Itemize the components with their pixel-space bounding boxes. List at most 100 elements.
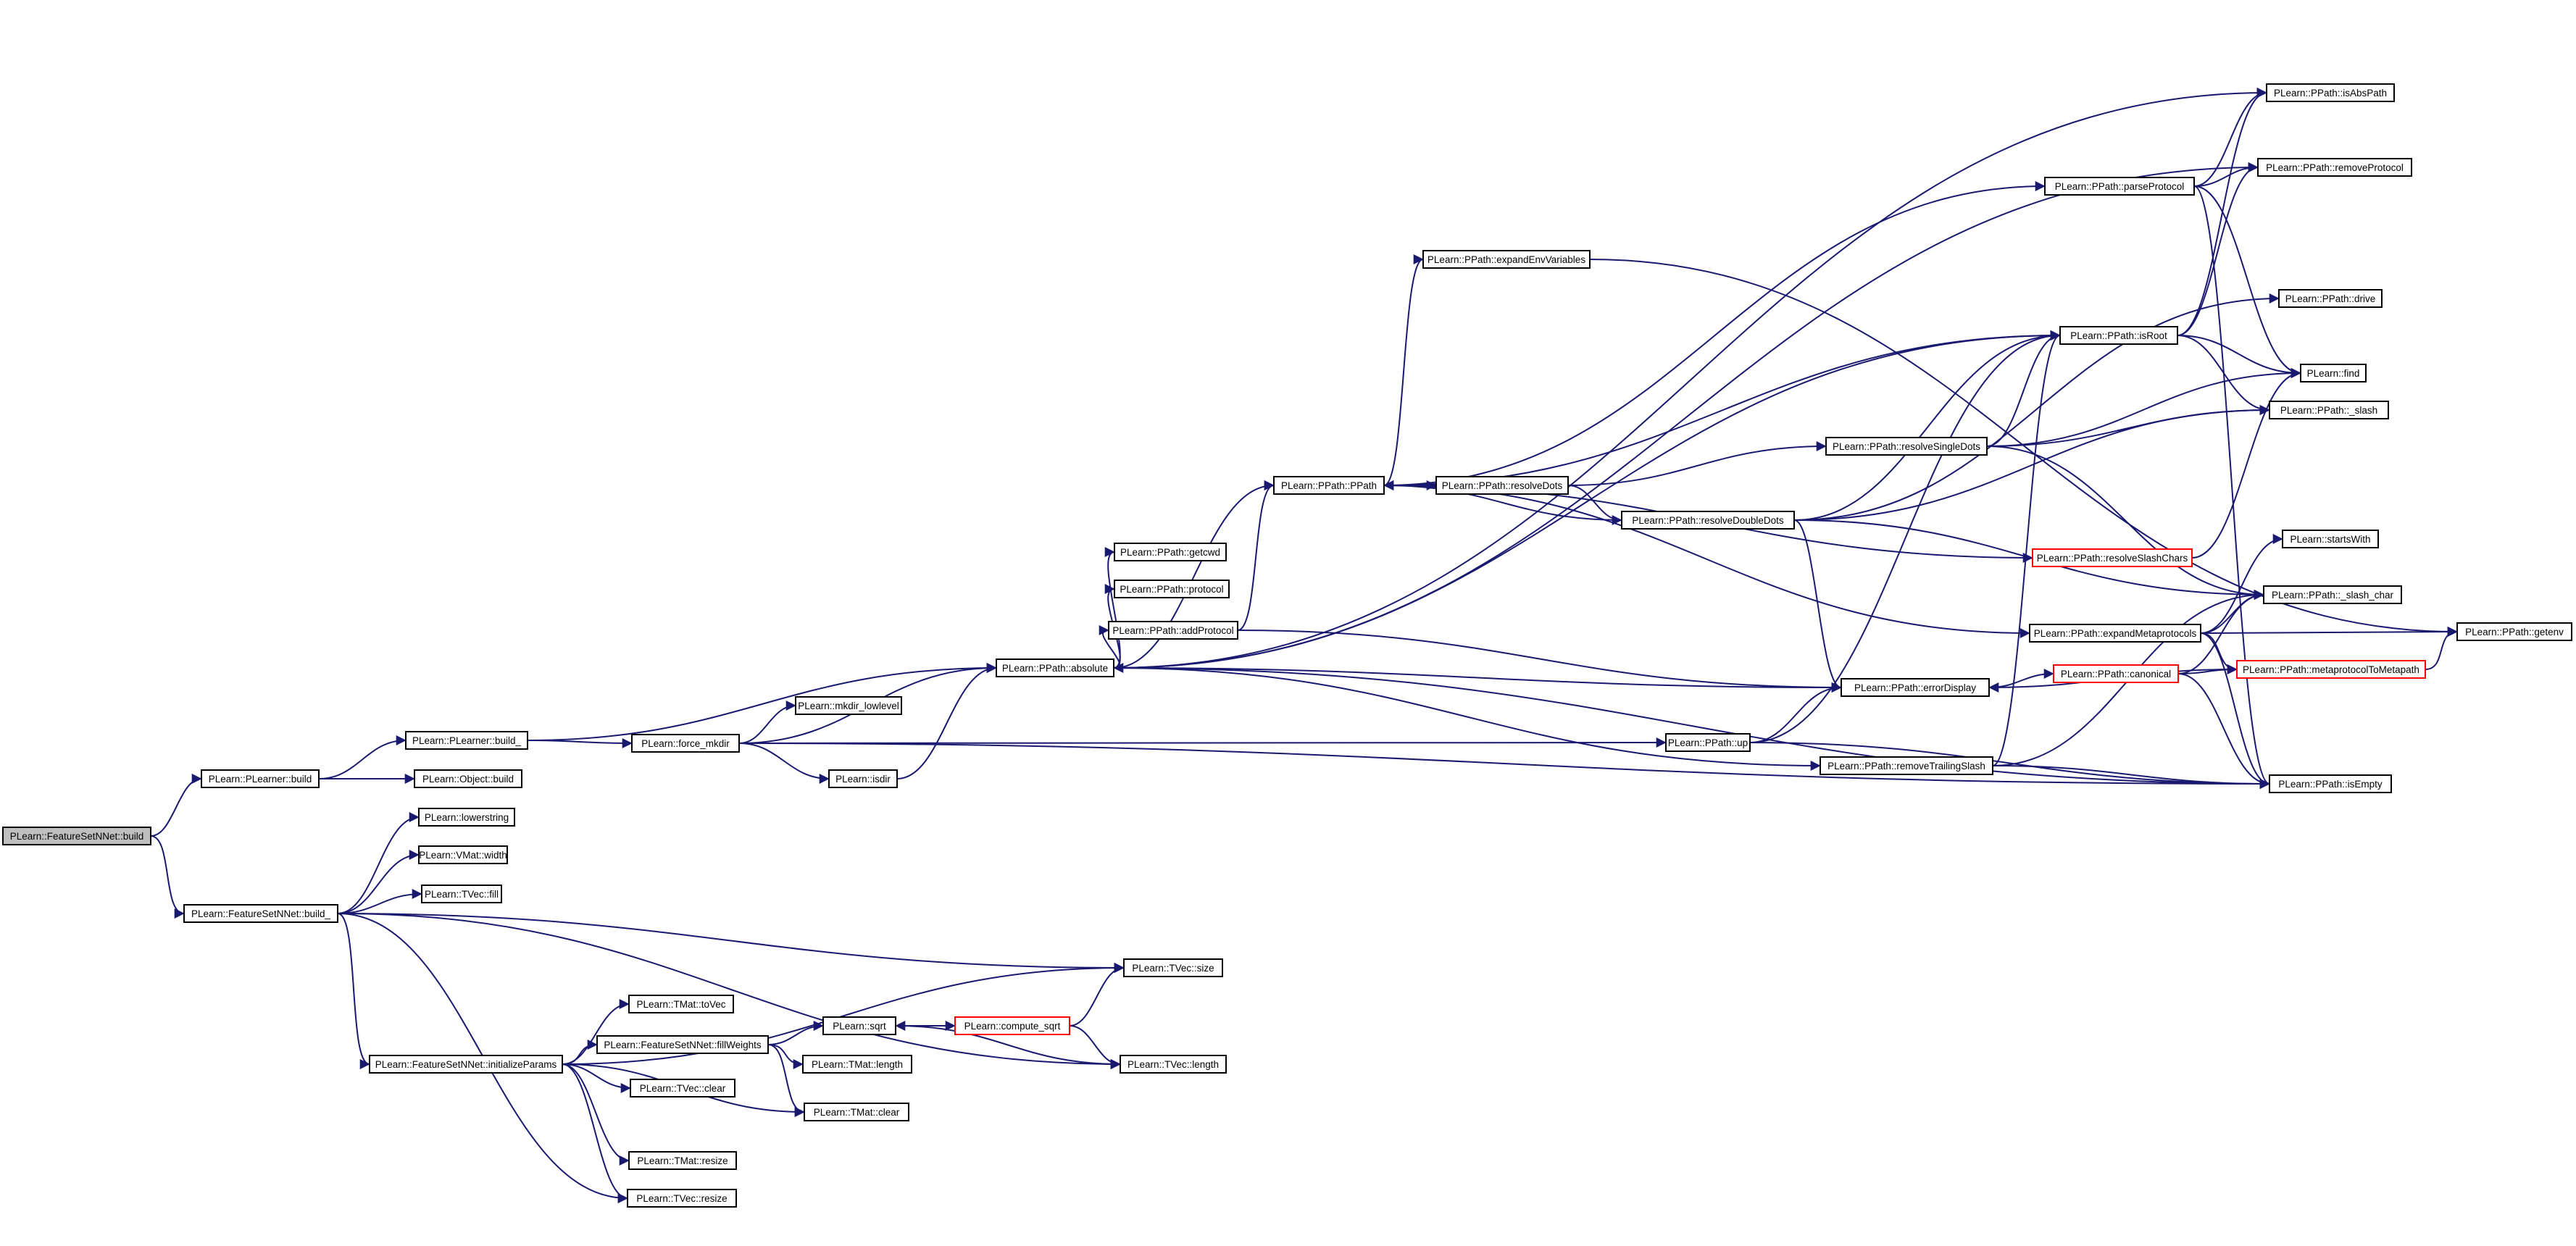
node-plbuild[interactable]: PLearn::PLearner::build: [201, 769, 320, 788]
node-label: PLearn::PPath::parseProtocol: [2055, 181, 2185, 192]
node-lowerstring[interactable]: PLearn::lowerstring: [418, 808, 515, 827]
node-box: [405, 731, 528, 750]
node-tveclength[interactable]: PLearn::TVec::length: [1120, 1055, 1227, 1074]
node-tvecclear[interactable]: PLearn::TVec::clear: [630, 1079, 735, 1097]
node-sqrt[interactable]: PLearn::sqrt: [822, 1016, 896, 1035]
node-tvecresize[interactable]: PLearn::TVec::resize: [627, 1189, 737, 1208]
node-initparams[interactable]: PLearn::FeatureSetNNet::initializeParams: [369, 1055, 563, 1074]
node-isroot[interactable]: PLearn::PPath::isRoot: [2059, 326, 2178, 345]
node-label: PLearn::PPath::metaprotocolToMetapath: [2243, 664, 2419, 675]
node-box: [2282, 530, 2379, 548]
edge-resolvedots-to-resolvedd: [1567, 485, 1622, 525]
node-label: PLearn::PPath::isEmpty: [2278, 779, 2383, 790]
node-label: PLearn::TMat::clear: [814, 1107, 900, 1118]
node-tvecsize[interactable]: PLearn::TVec::size: [1123, 958, 1223, 977]
node-resolvesd[interactable]: PLearn::PPath::resolveSingleDots: [1825, 437, 1988, 456]
edge-line: [2193, 185, 2301, 378]
node-startswith[interactable]: PLearn::startsWith: [2282, 530, 2379, 548]
node-removeprotocol[interactable]: PLearn::PPath::removeProtocol: [2257, 158, 2412, 177]
node-errordisplay[interactable]: PLearn::PPath::errorDisplay: [1841, 678, 1990, 697]
node-fillweights[interactable]: PLearn::FeatureSetNNet::fillWeights: [596, 1035, 769, 1054]
node-isdir[interactable]: PLearn::isdir: [828, 769, 898, 788]
node-forcemkdir[interactable]: PLearn::force_mkdir: [631, 734, 740, 753]
node-drive[interactable]: PLearn::PPath::drive: [2278, 289, 2383, 308]
edge-resolvedd-to-ppath: [1383, 480, 1622, 521]
edge-isroot-to-slash: [2177, 335, 2270, 415]
node-box: [1841, 678, 1990, 697]
edge-root-to-plbuild: [150, 774, 202, 837]
node-expandenv[interactable]: PLearn::PPath::expandEnvVariables: [1422, 250, 1591, 269]
edge-expandmeta-to-isempty: [2200, 632, 2270, 789]
edge-line: [738, 701, 796, 744]
edge-line: [1793, 519, 2264, 600]
edge-line: [767, 1021, 824, 1045]
node-box: [2044, 177, 2195, 196]
edge-line: [337, 812, 420, 914]
node-parseprotocol[interactable]: PLearn::PPath::parseProtocol: [2044, 177, 2195, 196]
node-label: PLearn::startsWith: [2290, 534, 2370, 545]
node-resolvedots[interactable]: PLearn::PPath::resolveDots: [1435, 476, 1569, 495]
edge-canonical-to-isempty: [2177, 673, 2270, 789]
node-box: [596, 1035, 769, 1054]
node-computesqrt[interactable]: PLearn::compute_sqrt: [954, 1016, 1070, 1035]
node-box: [628, 1151, 737, 1170]
node-removetrail[interactable]: PLearn::PPath::removeTrailingSlash: [1820, 756, 1993, 775]
node-tmatclear[interactable]: PLearn::TMat::clear: [804, 1103, 909, 1121]
node-absolute[interactable]: PLearn::PPath::absolute: [996, 658, 1114, 677]
node-label: PLearn::PPath::getcwd: [1120, 547, 1220, 558]
edge-line: [1113, 88, 2267, 669]
node-mkdirlow[interactable]: PLearn::mkdir_lowlevel: [795, 696, 902, 715]
edge-absolute-to-isempty: [1113, 667, 2270, 789]
node-tmatresize[interactable]: PLearn::TMat::resize: [628, 1151, 737, 1170]
node-vmatwidth[interactable]: PLearn::VMat::width: [418, 845, 508, 864]
node-tmattovec[interactable]: PLearn::TMat::toVec: [628, 995, 734, 1013]
node-label: PLearn::PPath::resolveDots: [1442, 480, 1563, 491]
node-addprotocol[interactable]: PLearn::PPath::addProtocol: [1108, 621, 1238, 640]
edge-isroot-to-find: [2177, 335, 2301, 378]
edge-line: [1383, 480, 1622, 521]
node-label: PLearn::compute_sqrt: [964, 1021, 1061, 1032]
node-isempty[interactable]: PLearn::PPath::isEmpty: [2269, 774, 2392, 793]
edge-fillweights-to-tmatlength: [767, 1044, 804, 1069]
edge-fsbuild_-to-vmatwidth: [337, 850, 420, 914]
node-find[interactable]: PLearn::find: [2300, 364, 2367, 382]
node-metatometa[interactable]: PLearn::PPath::metaprotocolToMetapath: [2236, 660, 2426, 679]
edge-initparams-to-fillweights: [562, 1040, 598, 1065]
node-box: [2300, 364, 2367, 382]
node-fsbuild_[interactable]: PLearn::FeatureSetNNet::build_: [183, 904, 338, 923]
node-resolveslash[interactable]: PLearn::PPath::resolveSlashChars: [2032, 548, 2193, 567]
node-label: PLearn::PPath::expandMetaprotocols: [2034, 628, 2197, 639]
node-isabspath[interactable]: PLearn::PPath::isAbsPath: [2266, 83, 2395, 102]
edge-up-to-errordisplay: [1749, 682, 1842, 743]
node-expandmeta[interactable]: PLearn::PPath::expandMetaprotocols: [2029, 624, 2201, 643]
edge-forcemkdir-to-isdir: [738, 743, 830, 784]
node-label: PLearn::FeatureSetNNet::initializeParams: [375, 1059, 557, 1070]
node-label: PLearn::PPath::removeProtocol: [2266, 162, 2404, 173]
edge-line: [1986, 405, 2270, 447]
node-label: PLearn::lowerstring: [425, 812, 509, 823]
node-getenv[interactable]: PLearn::PPath::getenv: [2456, 622, 2572, 641]
edge-initparams-to-tvecresize: [562, 1063, 628, 1203]
edge-absolute-to-removeprotocol: [1113, 162, 2259, 669]
node-slashchar[interactable]: PLearn::PPath::_slash_char: [2263, 585, 2402, 604]
node-slash[interactable]: PLearn::PPath::_slash: [2269, 401, 2389, 419]
node-plbuild_[interactable]: PLearn::PLearner::build_: [405, 731, 528, 750]
node-label: PLearn::PPath::up: [1668, 737, 1748, 748]
node-canonical[interactable]: PLearn::PPath::canonical: [2053, 664, 2179, 683]
node-box: [2236, 660, 2426, 679]
node-up[interactable]: PLearn::PPath::up: [1665, 733, 1751, 752]
edge-line: [337, 913, 1125, 973]
node-getcwd[interactable]: PLearn::PPath::getcwd: [1114, 543, 1227, 561]
node-resolvedd[interactable]: PLearn::PPath::resolveDoubleDots: [1621, 511, 1795, 530]
node-root[interactable]: PLearn::FeatureSetNNet::build: [2, 827, 151, 845]
node-protocol[interactable]: PLearn::PPath::protocol: [1114, 580, 1230, 598]
node-label: PLearn::TVec::fill: [425, 889, 499, 900]
node-tmatlength[interactable]: PLearn::TMat::length: [802, 1055, 912, 1074]
edge-line: [1749, 742, 2270, 789]
node-ppath[interactable]: PLearn::PPath::PPath: [1273, 476, 1385, 495]
node-tvecfill[interactable]: PLearn::TVec::fill: [421, 885, 502, 903]
edge-line: [2177, 162, 2259, 336]
node-objbuild[interactable]: PLearn::Object::build: [414, 769, 522, 788]
node-label: PLearn::PPath::drive: [2285, 293, 2376, 304]
